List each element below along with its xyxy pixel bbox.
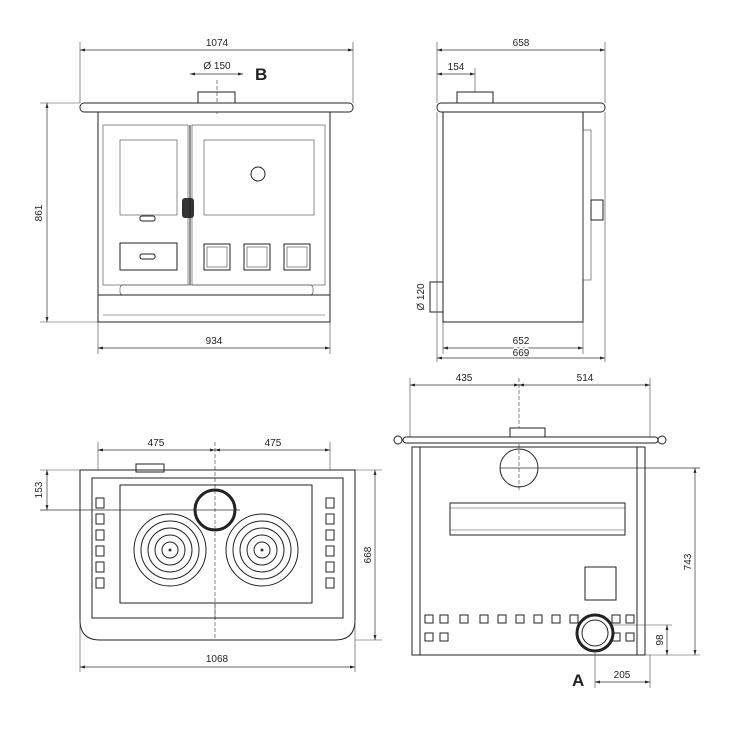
dim-outlet-offset: 205 xyxy=(614,670,631,681)
front-view: 1074 Ø 150 B 861 934 xyxy=(34,38,354,354)
flue-label-b: B xyxy=(255,65,267,84)
dim-flue-offset-top: 153 xyxy=(34,481,45,498)
rear-view: 435 514 743 98 xyxy=(393,373,700,690)
outlet-label-a: A xyxy=(572,671,584,690)
burner-left xyxy=(133,513,207,587)
burner-right xyxy=(225,513,299,587)
dim-flue-offset: 154 xyxy=(448,62,465,73)
dim-left-offset: 435 xyxy=(456,373,473,384)
rear-panel xyxy=(449,502,626,536)
dim-right-offset: 514 xyxy=(577,373,594,384)
hinges-left xyxy=(95,497,105,589)
dim-flue-height: 743 xyxy=(683,553,694,570)
dim-width-top: 1074 xyxy=(206,38,229,49)
dim-depth-total: 669 xyxy=(513,348,530,359)
dim-depth-top: 658 xyxy=(513,38,530,49)
side-view: 658 154 Ø 120 652 669 xyxy=(416,38,606,362)
dim-height: 861 xyxy=(34,204,45,221)
dim-depth-body: 652 xyxy=(513,336,530,347)
cooktop-plate xyxy=(119,484,313,604)
door-handle xyxy=(182,198,194,218)
dim-half-right: 475 xyxy=(265,438,282,449)
dim-depth: 668 xyxy=(363,546,374,563)
dim-inlet-diameter: Ø 120 xyxy=(416,283,427,311)
top-plate xyxy=(79,102,354,113)
top-view: 475 475 153 xyxy=(34,438,382,672)
dim-width-body: 934 xyxy=(206,336,223,347)
hinges-right xyxy=(325,497,335,589)
rear-vents xyxy=(424,614,635,642)
dim-flue-diameter: Ø 150 xyxy=(203,61,231,72)
stove-body xyxy=(97,111,331,323)
thermometer-icon xyxy=(250,166,266,182)
flue-collar xyxy=(197,91,236,105)
dim-outlet-height: 98 xyxy=(655,634,666,646)
dim-width: 1068 xyxy=(206,654,229,665)
dim-half-left: 475 xyxy=(148,438,165,449)
